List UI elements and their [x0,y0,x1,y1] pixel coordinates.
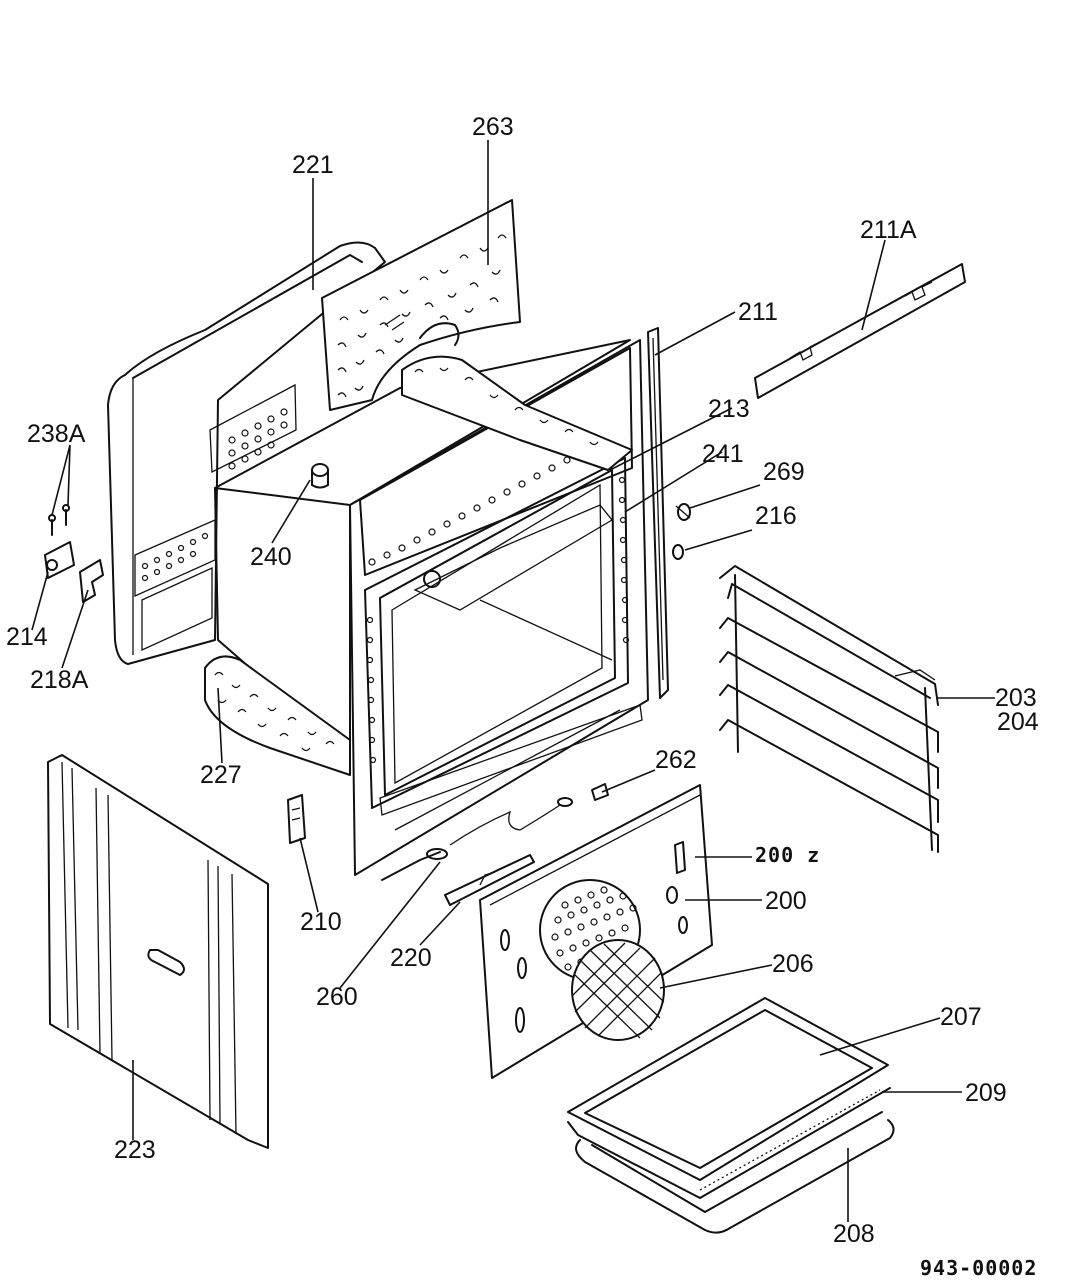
part-227-bottom-insulation [204,655,351,776]
label-207: 207 [940,1003,982,1031]
leader-lines [31,140,995,1222]
part-206-mesh-filter [571,939,665,1041]
part-214-hinge [44,541,75,579]
part-labels: 263 221 211A 211 213 238A 241 269 216 24… [6,113,1039,1280]
label-200z: 200 z [755,843,820,867]
label-209: 209 [965,1079,1007,1107]
part-221-rear-panel [107,241,386,665]
part-218A-bracket [79,559,104,603]
part-209-grill-tray [567,1087,891,1199]
label-218A: 218A [30,666,89,694]
label-203: 203 [995,684,1037,712]
label-262: 262 [655,746,697,774]
part-223-side-panel [47,754,269,1149]
part-207-baking-tray [567,997,889,1181]
part-203-204-shelf-racks [719,565,939,853]
label-263: 263 [472,113,514,141]
part-262-sensor [591,783,609,801]
part-oven-cavity-body [214,339,649,876]
label-211A: 211A [860,216,917,244]
part-211A-strip [754,263,966,399]
label-221: 221 [292,151,334,179]
label-211: 211 [738,298,778,326]
part-238A-screws [48,504,70,536]
label-213: 213 [708,395,750,423]
part-240-lamp [311,463,329,489]
label-208: 208 [833,1220,875,1248]
label-200: 200 [765,887,807,915]
part-260-probe [381,797,573,881]
label-227: 227 [200,761,242,789]
part-210-clip [287,794,306,844]
label-216: 216 [755,502,797,530]
label-240: 240 [250,543,292,571]
label-204: 204 [997,708,1039,736]
label-238A: 238A [27,420,86,448]
label-260: 260 [316,983,358,1011]
part-263-top-insulation [321,199,521,411]
part-216-screw [672,544,684,560]
part-211-side-rail [647,327,669,699]
part-side-insulation-top [401,355,633,471]
label-214: 214 [6,623,48,651]
part-208-drip-pan [575,1111,895,1234]
part-220-bracket [444,854,535,906]
label-269: 269 [763,458,805,486]
label-210: 210 [300,908,342,936]
label-241: 241 [702,440,744,468]
label-220: 220 [390,944,432,972]
label-206: 206 [772,950,814,978]
part-269-screw [675,503,691,521]
label-223: 223 [114,1136,156,1164]
drawing-code: 943-00002 [920,1256,1037,1280]
